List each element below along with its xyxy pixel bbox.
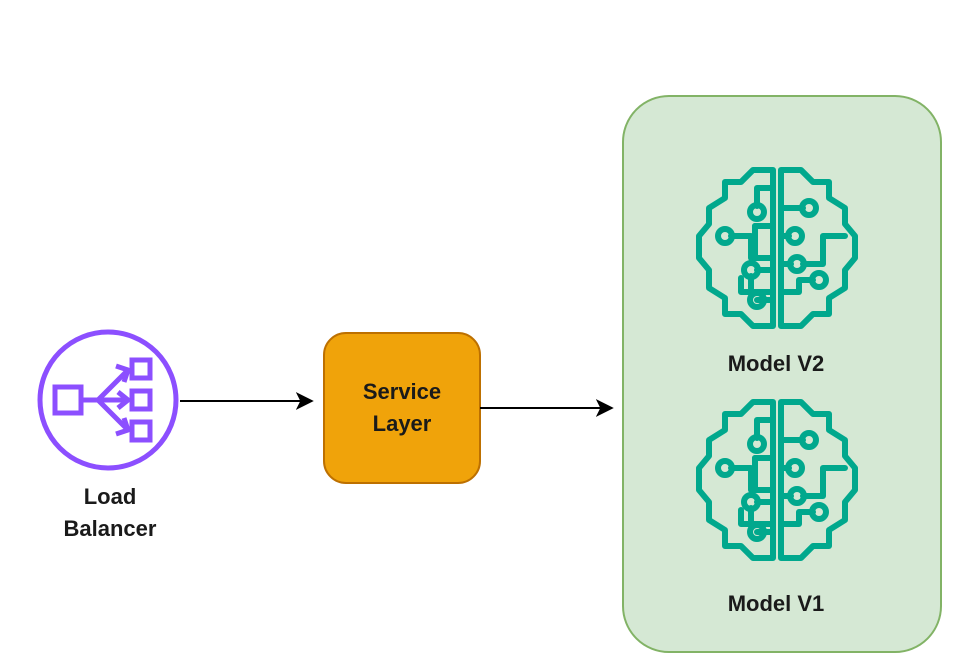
model-v2-label: Model V2 bbox=[727, 351, 825, 376]
service-layer-label-line2: Layer bbox=[372, 411, 432, 436]
service-layer-label-line1: Service bbox=[362, 379, 442, 404]
load-balancer-label-line1: Load bbox=[83, 484, 137, 509]
load-balancer-label: Load Balancer bbox=[30, 481, 190, 545]
load-balancer-label-line2: Balancer bbox=[63, 516, 157, 541]
service-layer-label: Service Layer bbox=[324, 376, 480, 440]
load-balancer-icon bbox=[37, 329, 179, 471]
model-v1-label: Model V1 bbox=[727, 591, 825, 616]
